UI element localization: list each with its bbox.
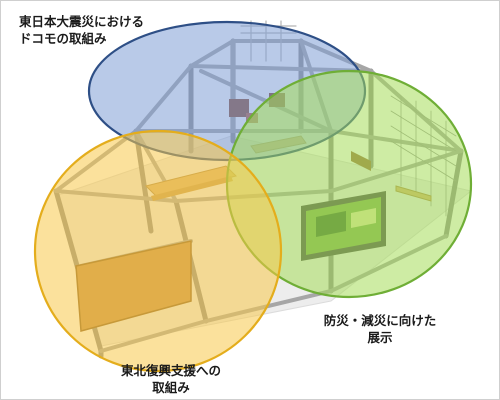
label-docomo-initiatives: 東日本大震災における ドコモの取組み [19, 14, 145, 46]
label-tohoku-support: 東北復興支援への 取組み [120, 363, 221, 395]
venn-zones [33, 20, 473, 373]
label-disaster-prevention: 防災・減災に向けた 展示 [323, 313, 437, 345]
zone-tohoku-support [33, 129, 283, 373]
